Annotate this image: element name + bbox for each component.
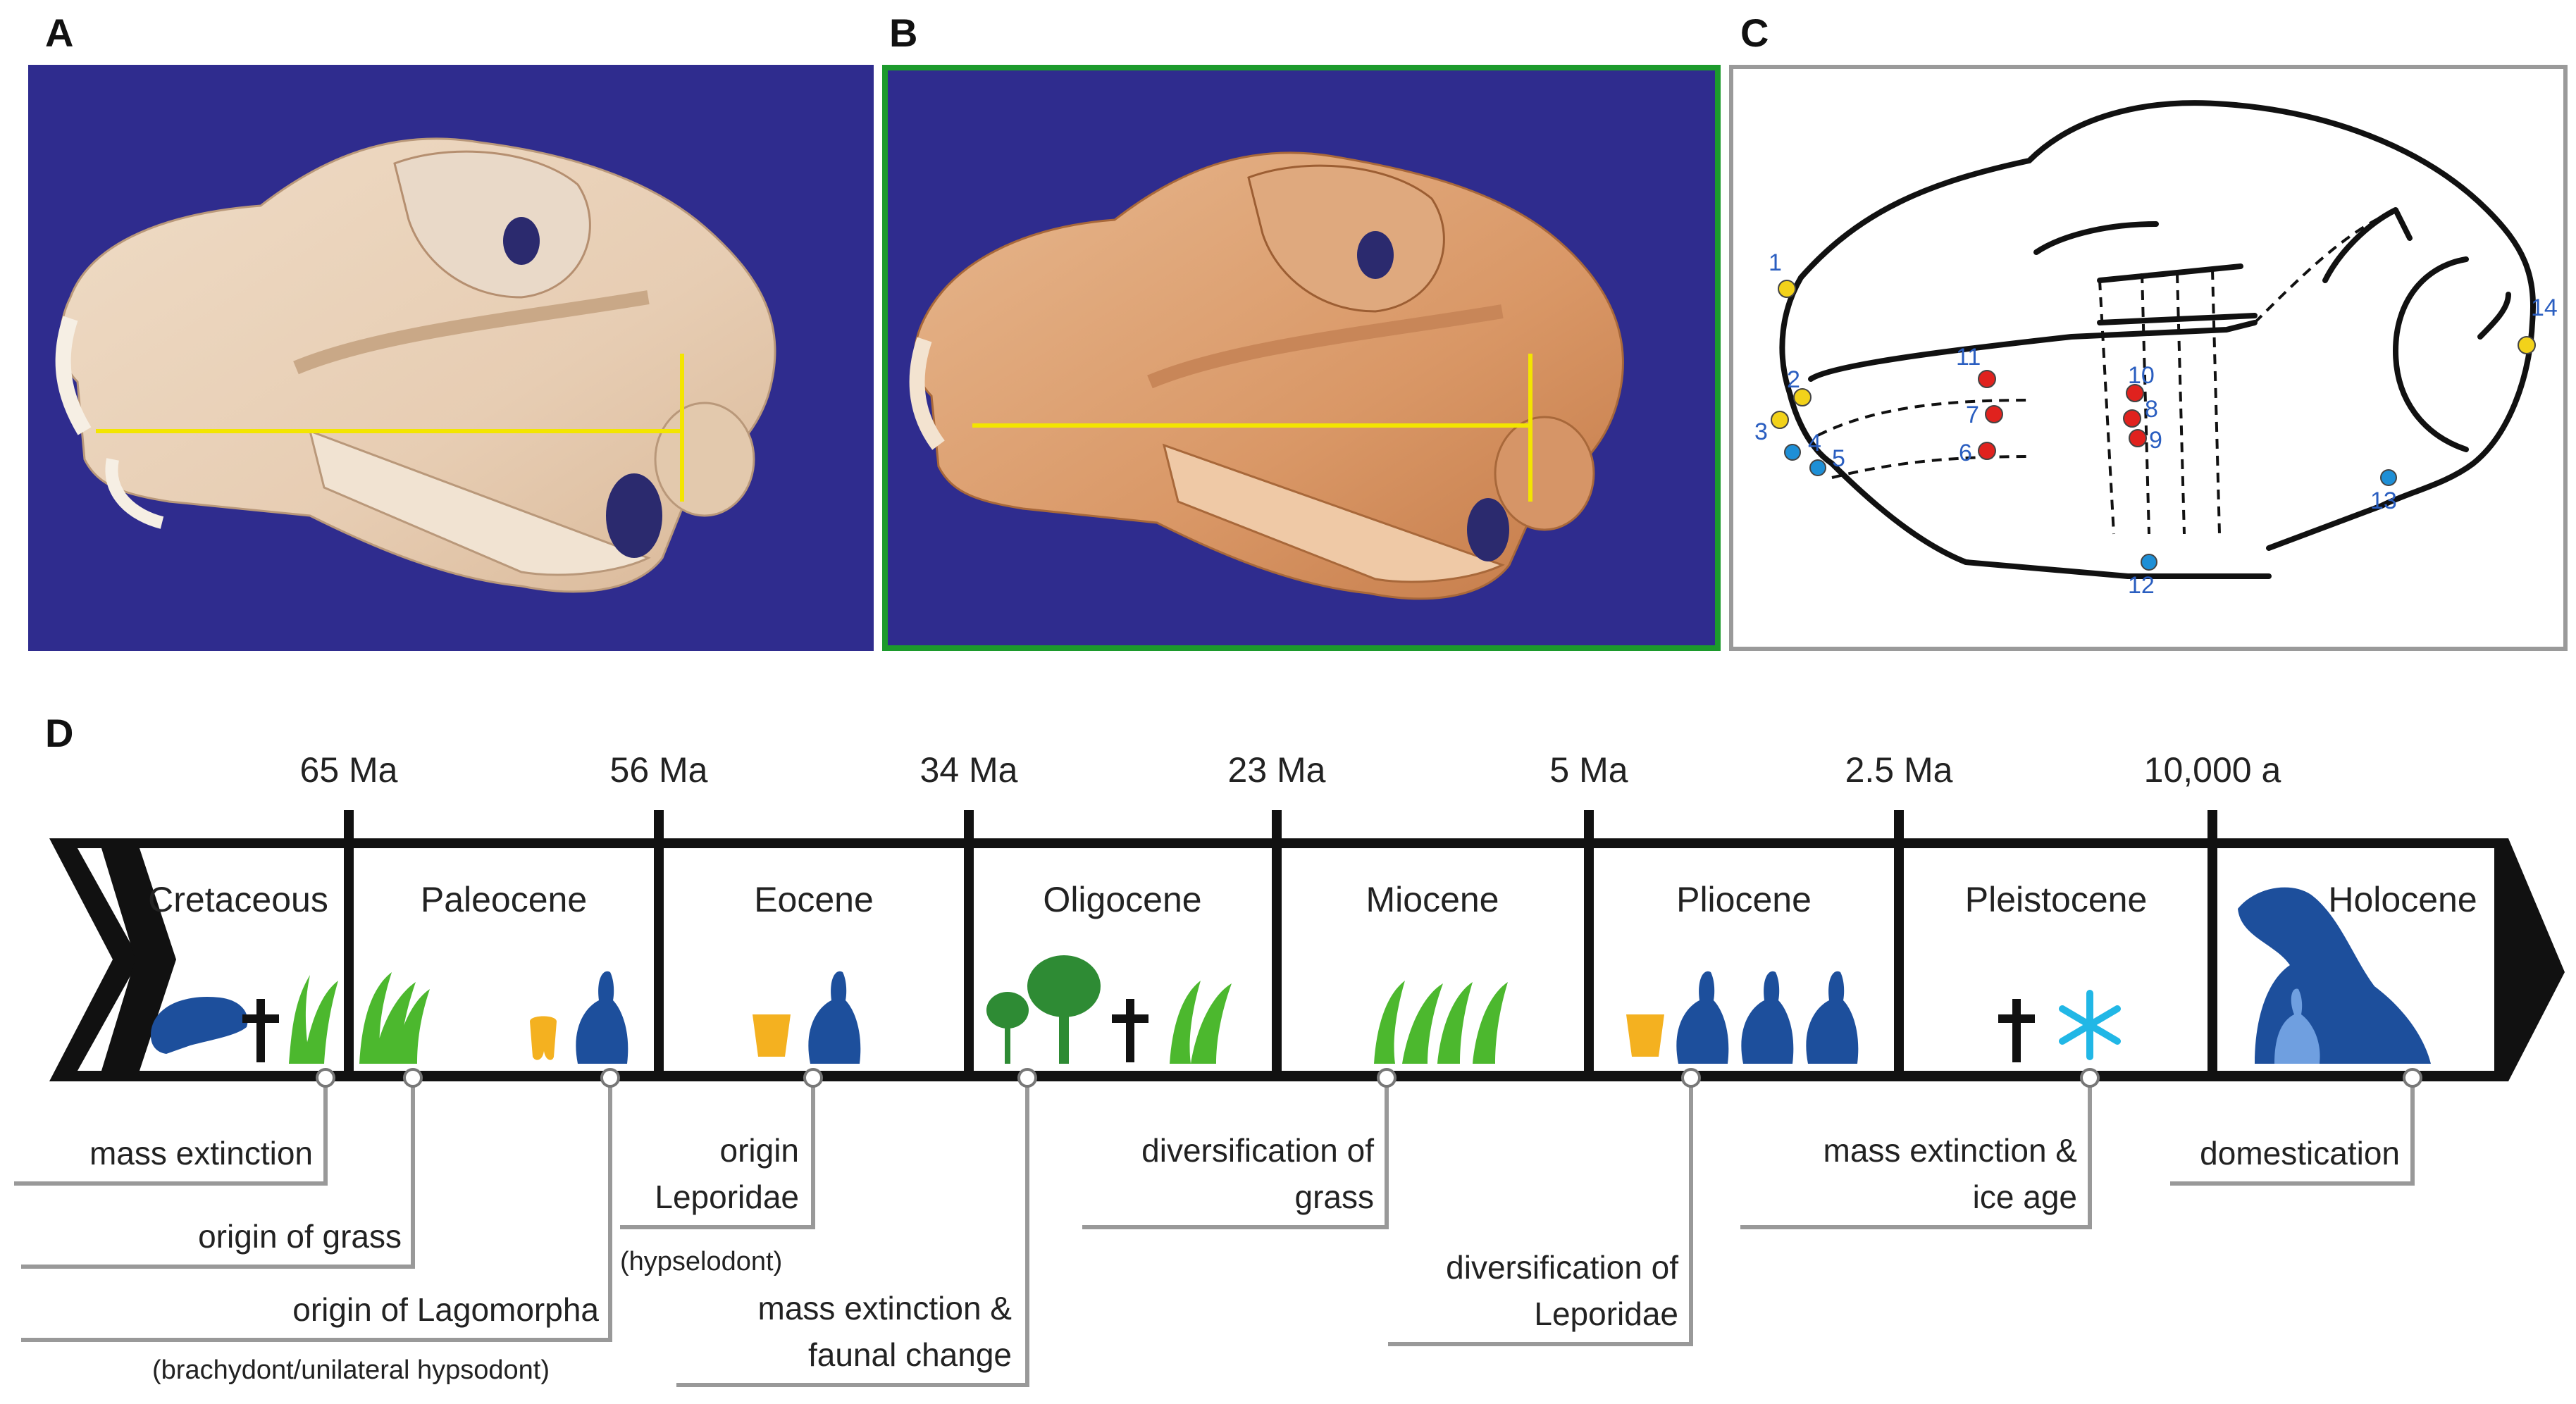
age-label: 5 Ma [1549, 750, 1628, 790]
grass-icon [289, 972, 430, 1064]
panel-label-a: A [45, 11, 74, 55]
landmark-label-12: 12 [2128, 572, 2155, 599]
dagger-icon [242, 999, 279, 1062]
landmark-label-2: 2 [1787, 366, 1800, 393]
event-ice-age-line1: mass extinction & [1823, 1132, 2077, 1169]
landmark-label-13: 13 [2370, 487, 2397, 514]
landmark-label-4: 4 [1808, 430, 1821, 456]
age-label: 56 Ma [609, 750, 708, 790]
landmark-label-3: 3 [1754, 418, 1768, 445]
period-label: Cretaceous [148, 880, 328, 919]
age-label: 10,000 a [2143, 750, 2281, 790]
landmark-label-10: 10 [2128, 362, 2155, 389]
panel-label-c: C [1740, 11, 1769, 55]
event-leporidae-note: (hypselodont) [620, 1247, 783, 1276]
landmark-label-7: 7 [1966, 402, 1979, 428]
dog-icon [2238, 887, 2431, 1064]
event-faunal-change-line1: mass extinction & [757, 1290, 1012, 1327]
landmark-label-11: 11 [1956, 344, 1981, 371]
landmark-label-14: 14 [2531, 294, 2558, 321]
landmark-label-9: 9 [2149, 427, 2162, 454]
landmark-label-1: 1 [1769, 249, 1782, 276]
rabbit-icon [576, 971, 1859, 1064]
skull-fossil-icon [151, 996, 248, 1054]
skull-photo-a [28, 65, 874, 651]
age-label: 2.5 Ma [1845, 750, 1953, 790]
event-origin-leporidae-line1: origin [719, 1132, 799, 1169]
event-mass-extinction: mass extinction [89, 1135, 313, 1172]
skull-drawing-a [55, 137, 776, 593]
event-faunal-change-line2: faunal change [807, 1336, 1012, 1373]
age-label: 65 Ma [299, 750, 398, 790]
event-lagomorpha-note: (brachydont/unilateral hypsodont) [152, 1355, 550, 1385]
event-leporidae-diversification-line2: Leporidae [1534, 1296, 1678, 1332]
panel-label-d: D [45, 711, 74, 755]
landmark-label-5: 5 [1832, 445, 1845, 472]
landmark-label-6: 6 [1959, 440, 1972, 466]
period-label: Holocene [2328, 880, 2477, 919]
event-grass-diversification-line2: grass [1294, 1179, 1374, 1215]
landmark-label-8: 8 [2145, 396, 2158, 423]
event-grass-diversification-line1: diversification of [1141, 1132, 1374, 1169]
event-origin-grass: origin of grass [198, 1218, 402, 1255]
period-label: Pliocene [1676, 880, 1812, 919]
event-domestication: domestication [2200, 1135, 2400, 1172]
event-origin-leporidae-line2: Leporidae [655, 1179, 799, 1215]
skull-photo-b [882, 65, 1721, 651]
period-label: Oligocene [1043, 880, 1202, 919]
period-label: Pleistocene [1964, 880, 2148, 919]
period-label: Paleocene [420, 880, 588, 919]
period-label: Eocene [754, 880, 874, 919]
skull-outline-drawing: 1 2 3 4 5 6 7 8 9 10 11 12 13 14 [1754, 100, 2558, 599]
age-label: 23 Ma [1227, 750, 1326, 790]
event-leporidae-diversification-line1: diversification of [1446, 1249, 1678, 1286]
snowflake-icon [2059, 990, 2121, 1060]
landmark-diagram: 1 2 3 4 5 6 7 8 9 10 11 12 13 14 [1729, 65, 2568, 651]
period-label: Miocene [1366, 880, 1499, 919]
panel-label-b: B [889, 11, 918, 55]
age-label: 34 Ma [919, 750, 1018, 790]
event-ice-age-line2: ice age [1972, 1179, 2077, 1215]
event-origin-lagomorpha: origin of Lagomorpha [292, 1291, 599, 1328]
skull-drawing-b [909, 151, 1624, 600]
tooth-icon [530, 1016, 557, 1060]
tree-icon [986, 955, 1101, 1064]
